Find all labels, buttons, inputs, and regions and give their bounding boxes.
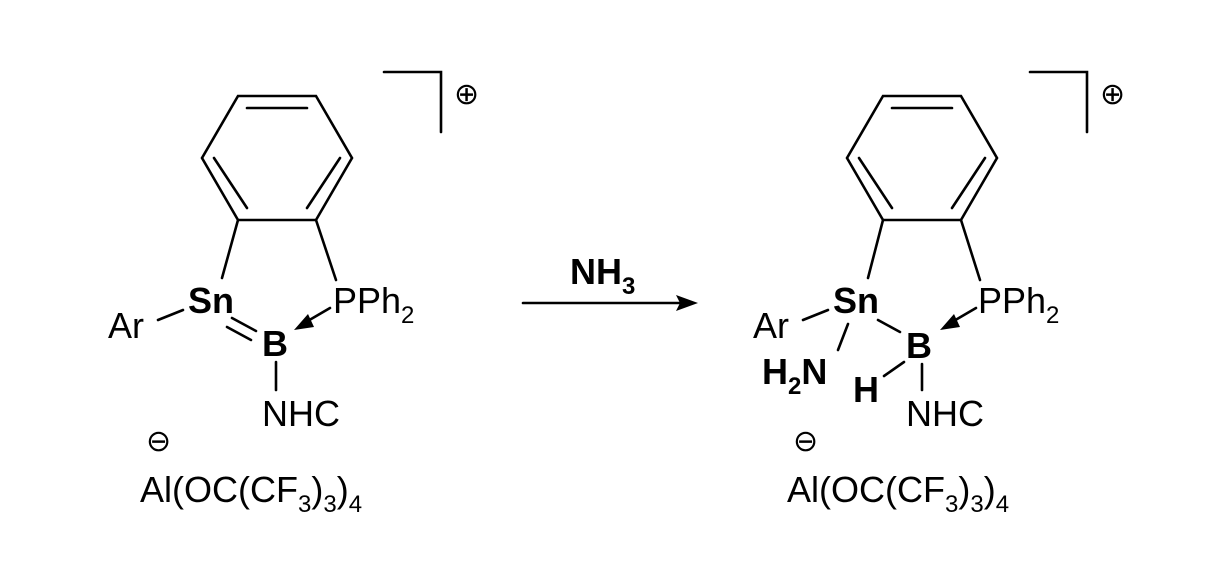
nhc-label: NHC bbox=[906, 393, 984, 434]
b-label: B bbox=[906, 325, 932, 366]
aromatic-inner-bond bbox=[950, 156, 987, 210]
aromatic-inner-bond bbox=[857, 156, 894, 210]
sn-b-bond bbox=[876, 318, 902, 334]
nh2-label: H2N bbox=[762, 351, 827, 400]
ar-label: Ar bbox=[753, 305, 789, 346]
p-ring-bond bbox=[959, 218, 982, 282]
reactant-molecule: ⊕ Ar Sn B PPh2 NHC ⊖ Al(OC(CF3)3)4 bbox=[108, 70, 479, 518]
negative-charge: ⊖ bbox=[146, 425, 171, 458]
arrow-head bbox=[676, 295, 698, 311]
charge-bracket bbox=[382, 70, 443, 134]
aromatic-inner-bond bbox=[305, 156, 342, 210]
charge-bracket bbox=[1028, 70, 1089, 134]
h-label: H bbox=[853, 369, 879, 410]
product-molecule: ⊕ Ar Sn B PPh2 H2N H NHC ⊖ Al(OC(CF3)3)4 bbox=[753, 70, 1125, 518]
pph2-label: PPh2 bbox=[978, 280, 1059, 329]
ar-sn-bond bbox=[156, 308, 185, 322]
dative-arrowhead bbox=[294, 314, 314, 330]
sn-label: Sn bbox=[188, 280, 234, 321]
sn-n-bond bbox=[836, 322, 850, 352]
sn-ring-bond bbox=[220, 218, 240, 280]
ar-label: Ar bbox=[108, 305, 144, 346]
positive-charge: ⊕ bbox=[1100, 78, 1125, 111]
negative-charge: ⊖ bbox=[793, 425, 818, 458]
sn-label: Sn bbox=[833, 280, 879, 321]
ar-sn-bond bbox=[801, 308, 830, 322]
reagent-label: NH3 bbox=[570, 251, 635, 300]
dative-arrowhead bbox=[940, 314, 960, 330]
benzene-ring bbox=[200, 94, 354, 222]
anion-formula: Al(OC(CF3)3)4 bbox=[140, 469, 362, 518]
benzene-ring bbox=[845, 94, 999, 222]
aromatic-inner-bond bbox=[212, 156, 249, 210]
nhc-label: NHC bbox=[262, 393, 340, 434]
b-label: B bbox=[262, 323, 288, 364]
sn-ring-bond bbox=[866, 218, 885, 280]
sn-b-double-bond bbox=[225, 325, 253, 342]
positive-charge: ⊕ bbox=[454, 78, 479, 111]
reaction-arrow-group: NH3 bbox=[521, 251, 698, 311]
sn-b-double-bond bbox=[230, 316, 258, 333]
b-h-bond bbox=[882, 360, 906, 378]
anion-formula: Al(OC(CF3)3)4 bbox=[787, 469, 1009, 518]
p-ring-bond bbox=[314, 218, 338, 282]
pph2-label: PPh2 bbox=[333, 280, 414, 329]
